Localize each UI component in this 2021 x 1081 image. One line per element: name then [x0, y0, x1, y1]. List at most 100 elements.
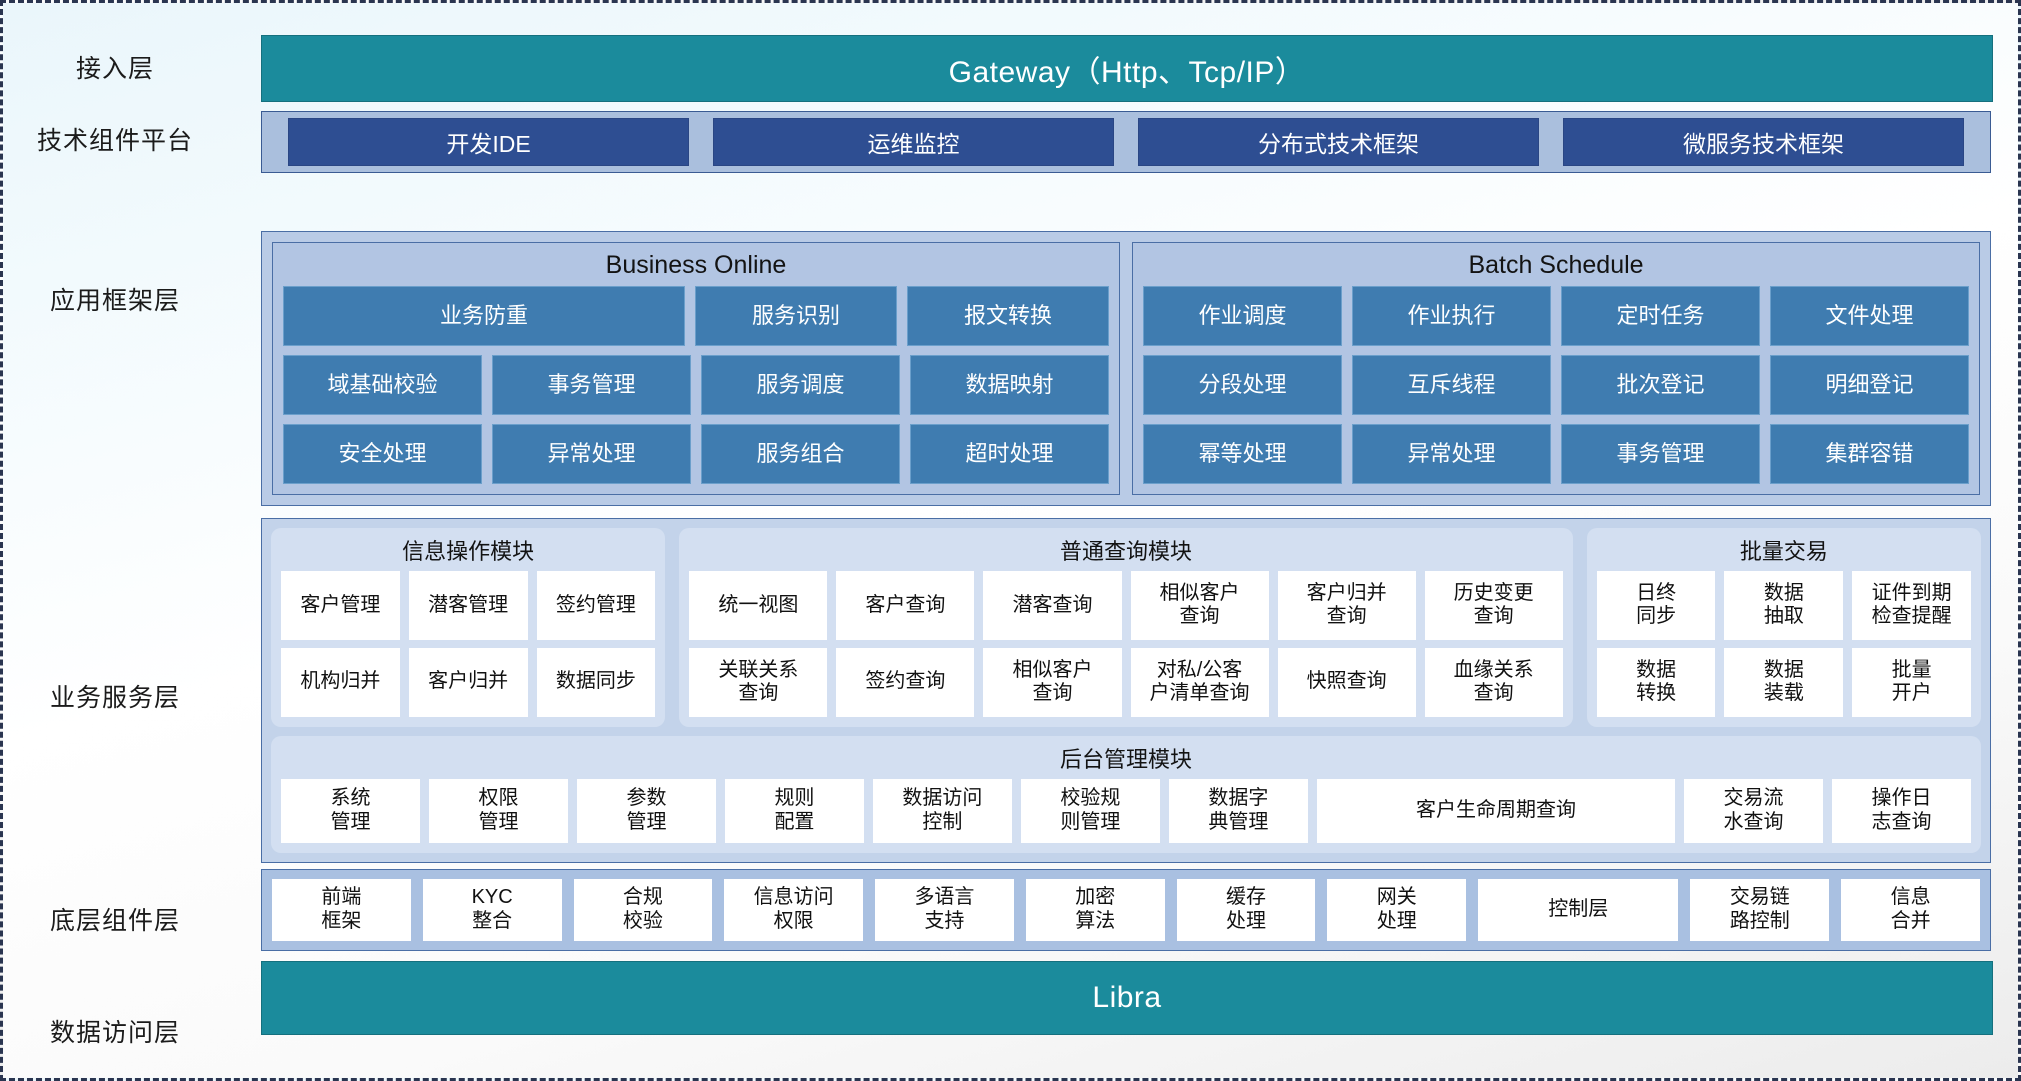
component-cell[interactable]: 加密算法 [1025, 879, 1165, 941]
backoffice-cell[interactable]: 数据字典管理 [1168, 778, 1308, 843]
appframe-cell[interactable]: 异常处理 [1352, 424, 1551, 484]
backoffice-cell[interactable]: 规则配置 [724, 778, 864, 843]
bizservice-cell[interactable]: 签约查询 [836, 647, 975, 717]
appframe-cell[interactable]: 服务组合 [701, 424, 900, 484]
panel-row: 作业调度作业执行定时任务文件处理 [1143, 286, 1969, 346]
component-cell[interactable]: 信息合并 [1841, 879, 1980, 941]
appframe-cell[interactable]: 集群容错 [1770, 424, 1969, 484]
appframe-cell[interactable]: 定时任务 [1561, 286, 1760, 346]
business-service-layer: 信息操作模块客户管理潜客管理签约管理机构归并客户归并数据同步 普通查询模块统一视图… [261, 518, 1991, 863]
component-cell[interactable]: 网关处理 [1327, 879, 1467, 941]
bizservice-cell[interactable]: 关联关系查询 [689, 647, 828, 717]
backoffice-cell[interactable]: 操作日志查询 [1832, 778, 1972, 843]
group-title: 信息操作模块 [402, 539, 535, 564]
bizservice-cell[interactable]: 日终同步 [1596, 571, 1716, 640]
bizservice-group-2: 普通查询模块统一视图客户查询潜客查询相似客户查询客户归并查询历史变更查询关联关系… [679, 528, 1573, 727]
bizservice-cell[interactable]: 客户管理 [281, 571, 400, 640]
bizservice-cell[interactable]: 数据转换 [1596, 647, 1716, 717]
bizservice-cell[interactable]: 客户归并查询 [1277, 571, 1416, 640]
bizservice-cell[interactable]: 机构归并 [281, 647, 400, 717]
component-cell[interactable]: 合规校验 [573, 879, 713, 941]
component-cell[interactable]: 前端框架 [272, 879, 411, 941]
appframe-cell[interactable]: 明细登记 [1770, 355, 1969, 415]
backoffice-cell[interactable]: 客户生命周期查询 [1316, 778, 1676, 843]
tech-item-4[interactable]: 微服务技术框架 [1563, 118, 1964, 166]
bizservice-cell[interactable]: 批量开户 [1852, 647, 1971, 717]
group-row: 统一视图客户查询潜客查询相似客户查询客户归并查询历史变更查询 [689, 571, 1563, 640]
layer-label-tech: 技术组件平台 [36, 127, 193, 155]
group-title: 后台管理模块 [1059, 746, 1192, 772]
bizservice-cell[interactable]: 相似客户查询 [983, 647, 1122, 717]
appframe-cell[interactable]: 作业执行 [1352, 286, 1551, 346]
appframe-cell[interactable]: 事务管理 [1561, 424, 1760, 484]
group-title: 普通查询模块 [1060, 539, 1193, 564]
backoffice-cell[interactable]: 数据访问控制 [872, 778, 1012, 843]
bizservice-cell[interactable]: 潜客管理 [408, 571, 528, 640]
group-row: 系统管理权限管理参数管理规则配置数据访问控制校验规则管理数据字典管理客户生命周期… [281, 778, 1972, 843]
appframe-cell[interactable]: 数据映射 [910, 355, 1109, 415]
panel-row: 域基础校验事务管理服务调度数据映射 [283, 355, 1109, 415]
bizservice-cell[interactable]: 数据同步 [536, 647, 656, 717]
backoffice-cell[interactable]: 校验规则管理 [1020, 778, 1160, 843]
appframe-cell[interactable]: 事务管理 [492, 355, 691, 415]
bizservice-cell[interactable]: 数据装载 [1724, 647, 1844, 717]
group-row: 机构归并客户归并数据同步 [281, 647, 656, 717]
appframe-cell[interactable]: 异常处理 [492, 424, 691, 484]
appframe-cell[interactable]: 分段处理 [1143, 355, 1342, 415]
appframe-cell[interactable]: 服务识别 [695, 286, 897, 346]
component-cell[interactable]: 多语言支持 [875, 879, 1014, 941]
backoffice-cell[interactable]: 参数管理 [576, 778, 716, 843]
appframe-cell[interactable]: 安全处理 [283, 424, 482, 484]
bizservice-cell[interactable]: 快照查询 [1277, 647, 1416, 717]
layer-label-bizservice: 业务服务层 [49, 684, 180, 712]
appframe-cell[interactable]: 域基础校验 [283, 355, 482, 415]
tech-item-1[interactable]: 开发IDE [288, 118, 689, 166]
layer-label-dataaccess: 数据访问层 [49, 1019, 180, 1047]
bizservice-group-3: 批量交易日终同步数据抽取证件到期检查提醒数据转换数据装载批量开户 [1586, 528, 1982, 727]
bizservice-cell[interactable]: 签约管理 [536, 571, 656, 640]
backoffice-cell[interactable]: 权限管理 [428, 778, 568, 843]
appframe-cell[interactable]: 文件处理 [1770, 286, 1969, 346]
appframe-cell[interactable]: 报文转换 [907, 286, 1109, 346]
component-cell[interactable]: 信息访问权限 [724, 879, 864, 941]
component-cell[interactable]: 缓存处理 [1176, 879, 1316, 941]
appframe-panel-1: Business Online 业务防重服务识别报文转换域基础校验事务管理服务调度… [272, 242, 1120, 495]
tech-platform-strip: 开发IDE 运维监控分布式技术框架微服务技术框架 [261, 111, 1991, 173]
appframe-cell[interactable]: 超时处理 [910, 424, 1109, 484]
backoffice-cell[interactable]: 交易流水查询 [1684, 778, 1824, 843]
tech-item-3[interactable]: 分布式技术框架 [1138, 118, 1539, 166]
layer-label-appframe: 应用框架层 [49, 287, 180, 315]
appframe-cell[interactable]: 作业调度 [1143, 286, 1342, 346]
component-cell[interactable]: 控制层 [1478, 879, 1679, 941]
panel-row: 分段处理互斥线程批次登记明细登记 [1143, 355, 1969, 415]
panel-title: Business Online [605, 251, 787, 279]
bizservice-cell[interactable]: 潜客查询 [983, 571, 1122, 640]
bizservice-row-1: 信息操作模块客户管理潜客管理签约管理机构归并客户归并数据同步 普通查询模块统一视图… [271, 528, 1982, 727]
group-title: 批量交易 [1739, 539, 1828, 564]
bizservice-cell[interactable]: 对私/公客户清单查询 [1130, 647, 1269, 717]
backoffice-cell[interactable]: 系统管理 [281, 778, 420, 843]
appframe-cell[interactable]: 幂等处理 [1143, 424, 1342, 484]
component-cell[interactable]: 交易链路控制 [1690, 879, 1830, 941]
bizservice-cell[interactable]: 数据抽取 [1724, 571, 1844, 640]
appframe-cell[interactable]: 服务调度 [701, 355, 900, 415]
bizservice-cell[interactable]: 证件到期检查提醒 [1852, 571, 1971, 640]
bizservice-cell[interactable]: 相似客户查询 [1130, 571, 1269, 640]
panel-title: Batch Schedule [1468, 251, 1644, 279]
group-row: 关联关系查询签约查询相似客户查询对私/公客户清单查询快照查询血缘关系查询 [689, 647, 1563, 717]
bizservice-cell[interactable]: 统一视图 [689, 571, 828, 640]
appframe-cell[interactable]: 业务防重 [283, 286, 685, 346]
gateway-bar: Gateway（Http、Tcp/IP） [261, 35, 1993, 102]
bizservice-cell[interactable]: 历史变更查询 [1424, 571, 1563, 640]
bizservice-row-2: 后台管理模块系统管理权限管理参数管理规则配置数据访问控制校验规则管理数据字典管理… [271, 735, 1981, 853]
layer-label-access: 接入层 [75, 55, 154, 83]
bizservice-cell[interactable]: 客户归并 [408, 647, 528, 717]
tech-item-2[interactable]: 运维监控 [713, 118, 1114, 166]
appframe-cell[interactable]: 互斥线程 [1352, 355, 1551, 415]
bizservice-cell[interactable]: 客户查询 [836, 571, 975, 640]
bizservice-cell[interactable]: 血缘关系查询 [1424, 647, 1563, 717]
appframe-cell[interactable]: 批次登记 [1561, 355, 1760, 415]
